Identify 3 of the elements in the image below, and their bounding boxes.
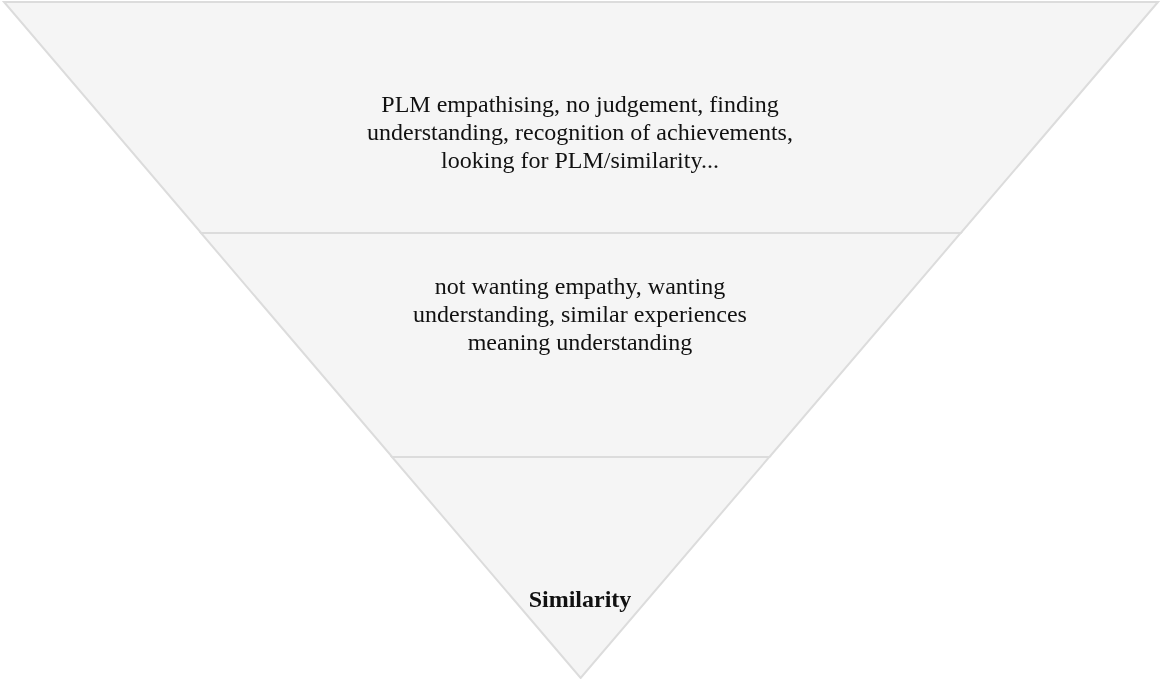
segment-text: Similarity bbox=[527, 585, 633, 613]
segment-text: PLM empathising, no judgement, finding understanding, recognition of achievements, looking for PLM/similarity... bbox=[366, 90, 794, 174]
segment-text: not wanting empathy, wanting understanding, similar experiences meaning understanding bbox=[412, 272, 748, 356]
